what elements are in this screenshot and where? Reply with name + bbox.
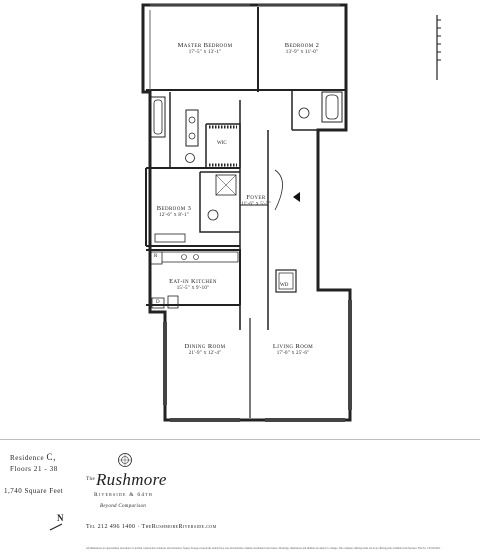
north-letter: N [57, 513, 64, 523]
logo-the: The [86, 477, 96, 482]
entry-arrow [293, 192, 300, 202]
contact-line: Tel 212 496 1400 · TheRushmoreRiverside.… [86, 524, 217, 530]
square-feet: 1,740 Square Feet [4, 487, 64, 495]
residence-letter: C, [46, 452, 56, 462]
floor-plan-drawing [141, 3, 441, 422]
exterior-wall [141, 3, 352, 422]
residence-label: Residence [10, 454, 45, 462]
divider-line [0, 439, 480, 440]
bedroom3-label: Bedroom 3 12'-6" x 8'-1" [156, 205, 192, 218]
crest-icon [118, 453, 132, 467]
bedroom2-label: Bedroom 2 13'-9" x 11'-0" [284, 42, 320, 55]
floor-plan: Master Bedroom 17'-5" x 13'-1" Bedroom 2… [141, 3, 441, 422]
floors-text: Floors 21 - 38 [10, 465, 58, 474]
logo-name: Rushmore [96, 470, 167, 489]
kitchen-label: Eat-in Kitchen 15'-5" x 9'-10" [169, 278, 217, 291]
master-bedroom-label: Master Bedroom 17'-5" x 13'-1" [177, 42, 233, 55]
logo-subtitle: Riverside & 64th [94, 492, 153, 498]
logo-tagline: Beyond Comparison [100, 504, 147, 509]
north-indicator: N [49, 513, 64, 531]
wd-label: WD [280, 283, 289, 288]
rushmore-logo: The Rushmore Riverside & 64th Beyond Com… [86, 452, 206, 522]
north-arrow-icon [49, 523, 63, 531]
refrigerator-label: R [154, 254, 158, 259]
living-room-label: Living Room 17'-0" x 25'-6" [272, 343, 314, 356]
dining-room-label: Dining Room 21'-9" x 12'-4" [184, 343, 226, 356]
dishwasher-label: D [156, 300, 160, 305]
wic-label: WIC [217, 141, 227, 146]
foyer-label: Foyer 11'-6" x 5'-5" [241, 194, 271, 207]
disclaimer: All dimensions are approximate and subje… [86, 547, 441, 550]
residence-info: Residence C, Floors 21 - 38 [10, 451, 58, 474]
